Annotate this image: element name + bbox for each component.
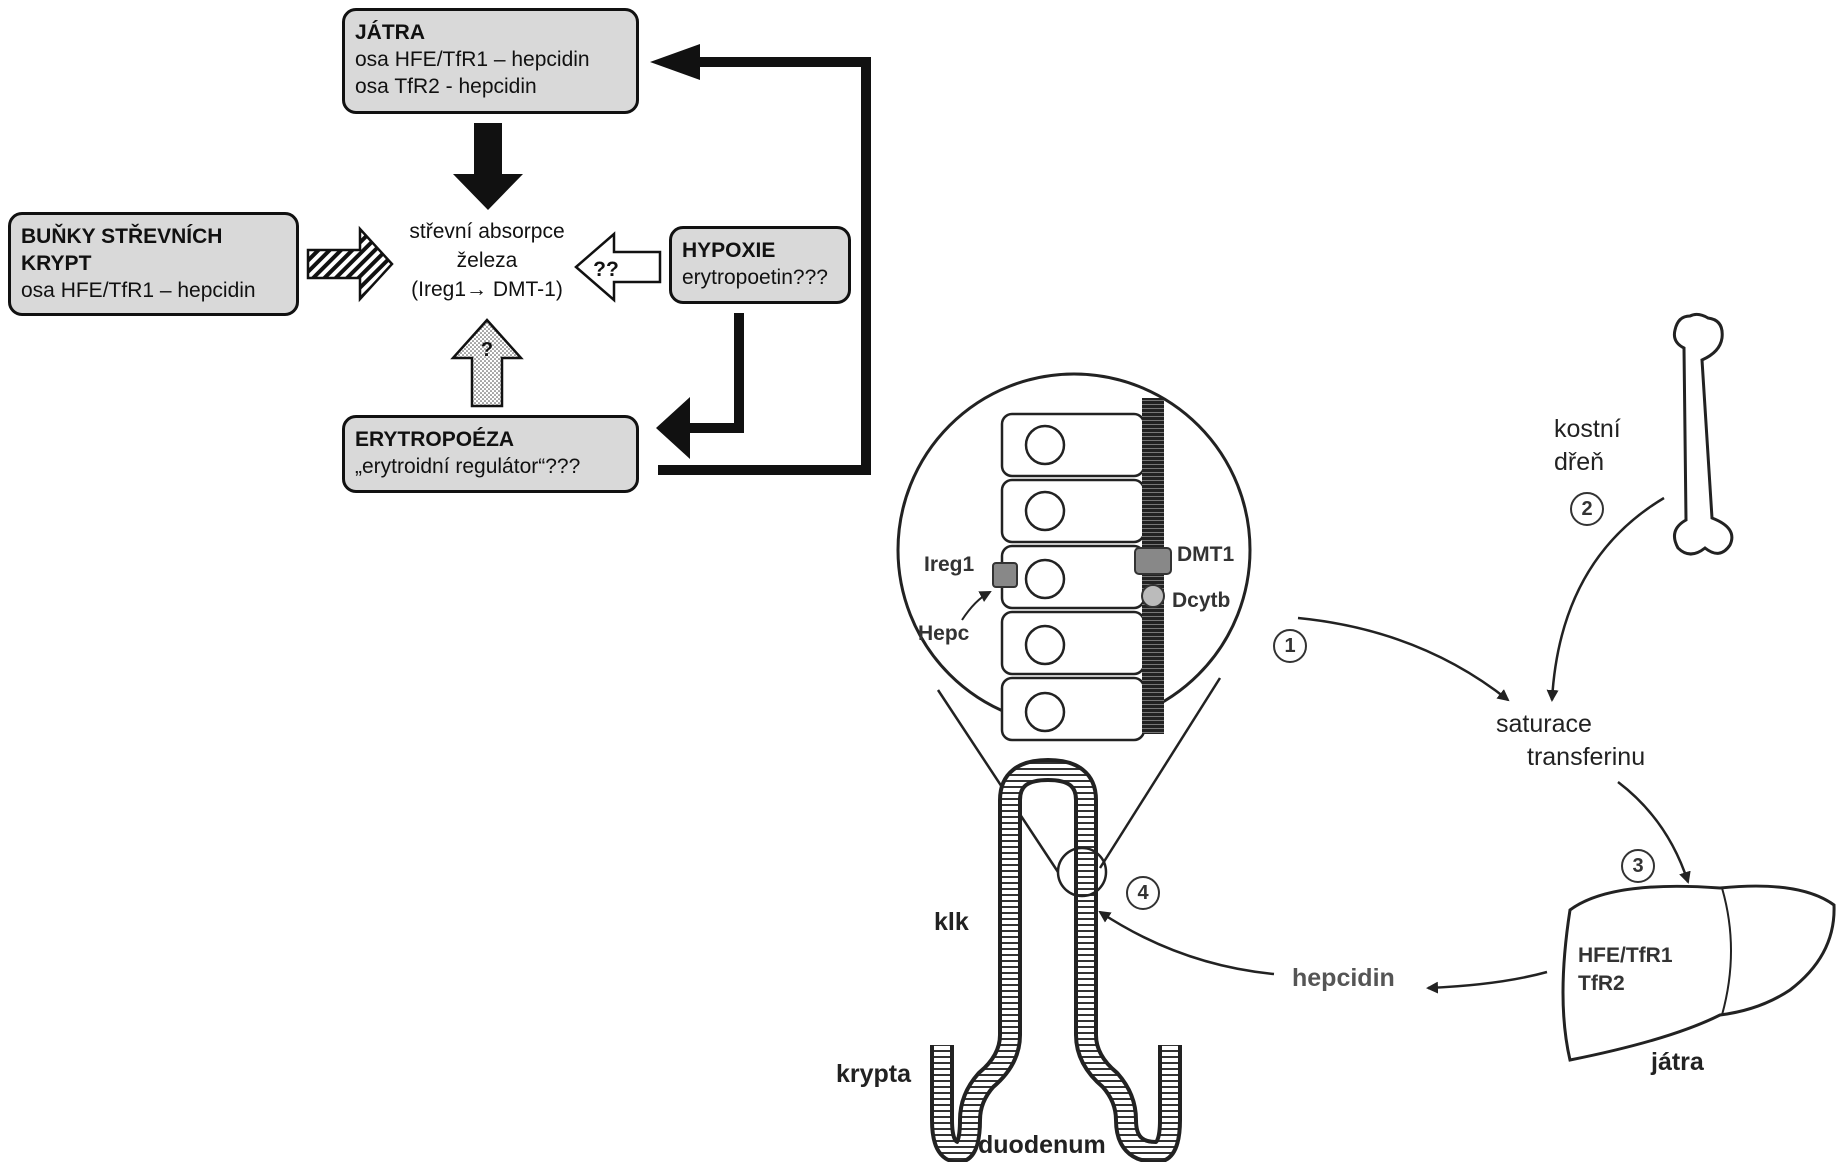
zoom-line-right bbox=[1098, 677, 1222, 869]
crypts-to-absorption-arrow bbox=[306, 225, 394, 303]
liver-receptor-label-line1: HFE/TfR1 bbox=[1578, 944, 1673, 967]
erythropoiesis-to-liver-arrowhead bbox=[650, 44, 700, 80]
bone-marrow-label-line2: dřeň bbox=[1554, 448, 1605, 476]
step-1-label: 1 bbox=[1284, 635, 1296, 657]
step-2-circle bbox=[1570, 492, 1604, 526]
dmt1-transporter bbox=[1134, 547, 1172, 575]
liver-box: JÁTRA osa HFE/TfR1 – hepcidin osa TfR2 -… bbox=[342, 8, 639, 114]
liver-to-hepcidin-arrow bbox=[1426, 970, 1548, 994]
villus-inner bbox=[1002, 761, 1178, 1161]
hepcidin-to-villus-arrow bbox=[1098, 910, 1275, 976]
center-line3: (Ireg1→ DMT-1) bbox=[411, 278, 563, 301]
step-3-label: 3 bbox=[1632, 855, 1644, 877]
liver-lobe-division bbox=[1721, 887, 1732, 1016]
hypoxia-to-erythropoiesis-arrowhead bbox=[656, 397, 690, 459]
liver-name-label: játra bbox=[1651, 1048, 1704, 1076]
step-4-circle bbox=[1126, 876, 1160, 910]
erythropoiesis-box-title: ERYTROPOÉZA bbox=[355, 428, 515, 451]
erythro-arrow-label: ? bbox=[481, 339, 493, 361]
villus-zoom-spot bbox=[1056, 846, 1108, 898]
dcytb-label: Dcytb bbox=[1172, 589, 1231, 612]
step-4-label: 4 bbox=[1137, 882, 1149, 904]
hypoxia-arrow-label: ?? bbox=[593, 258, 619, 281]
step-2-label: 2 bbox=[1581, 498, 1593, 520]
saturation-to-liver-arrow bbox=[1617, 781, 1691, 884]
hypoxia-box: HYPOXIE erytropoetin??? bbox=[669, 226, 851, 304]
liver-receptor-label-line2: TfR2 bbox=[1578, 972, 1625, 995]
marrow-to-saturation-arrow bbox=[1546, 496, 1665, 702]
zoom-line-left bbox=[936, 689, 1060, 873]
transferrin-label-line1: saturace bbox=[1496, 710, 1592, 738]
step-1-circle bbox=[1273, 629, 1307, 663]
hepc-label: Hepc bbox=[918, 622, 970, 645]
hypoxia-to-erythropoiesis-arrow bbox=[690, 313, 744, 433]
enterocyte-cells bbox=[1000, 412, 1146, 742]
liver-box-line1: osa HFE/TfR1 – hepcidin bbox=[355, 48, 590, 71]
crypt-left-inner bbox=[934, 1034, 1018, 1161]
crypt-label: krypta bbox=[836, 1060, 912, 1088]
crypts-box-title-line1: BUŇKY STŘEVNÍCH bbox=[21, 225, 223, 248]
erythropoiesis-to-absorption-arrow bbox=[450, 318, 524, 408]
center-line2: železa bbox=[456, 249, 518, 272]
dcytb-enzyme bbox=[1141, 584, 1165, 608]
crypts-box-title-line2: KRYPT bbox=[21, 252, 92, 275]
hypoxia-box-line1: erytropoetin??? bbox=[682, 266, 828, 289]
villus-label: klk bbox=[934, 908, 969, 936]
step-3-circle bbox=[1621, 849, 1655, 883]
ireg1-label: Ireg1 bbox=[924, 553, 975, 576]
center-line1: střevní absorpce bbox=[409, 220, 565, 243]
intestinal-crypts-box: BUŇKY STŘEVNÍCH KRYPT osa HFE/TfR1 – hep… bbox=[8, 212, 299, 316]
dmt1-label: DMT1 bbox=[1177, 543, 1235, 566]
liver-to-absorption-arrow bbox=[453, 123, 523, 210]
liver-icon bbox=[1561, 884, 1836, 1062]
duodenum-label: duodenum bbox=[978, 1131, 1106, 1159]
hypoxia-box-title: HYPOXIE bbox=[682, 239, 776, 262]
hypoxia-to-absorption-arrow bbox=[574, 231, 662, 303]
iron-absorption-center-text: střevní absorpce železa (Ireg1→ DMT-1) bbox=[390, 217, 584, 304]
hepcidin-label: hepcidin bbox=[1292, 964, 1395, 992]
erythropoiesis-box-line1: „erytroidní regulátor“??? bbox=[355, 455, 581, 478]
transferrin-label-line2: transferinu bbox=[1527, 743, 1646, 771]
bone-icon bbox=[1672, 312, 1734, 556]
crypts-box-line1: osa HFE/TfR1 – hepcidin bbox=[21, 279, 256, 302]
bone-marrow-label-line1: kostní bbox=[1554, 415, 1621, 443]
ireg1-transporter bbox=[992, 562, 1018, 588]
erythropoiesis-box: ERYTROPOÉZA „erytroidní regulátor“??? bbox=[342, 415, 639, 493]
liver-box-line2: osa TfR2 - hepcidin bbox=[355, 75, 537, 98]
hepc-to-ireg1-arrow bbox=[961, 591, 992, 621]
absorption-to-saturation-arrow bbox=[1297, 616, 1510, 702]
erythropoiesis-to-liver-arrow bbox=[658, 57, 871, 475]
liver-box-title: JÁTRA bbox=[355, 21, 426, 44]
